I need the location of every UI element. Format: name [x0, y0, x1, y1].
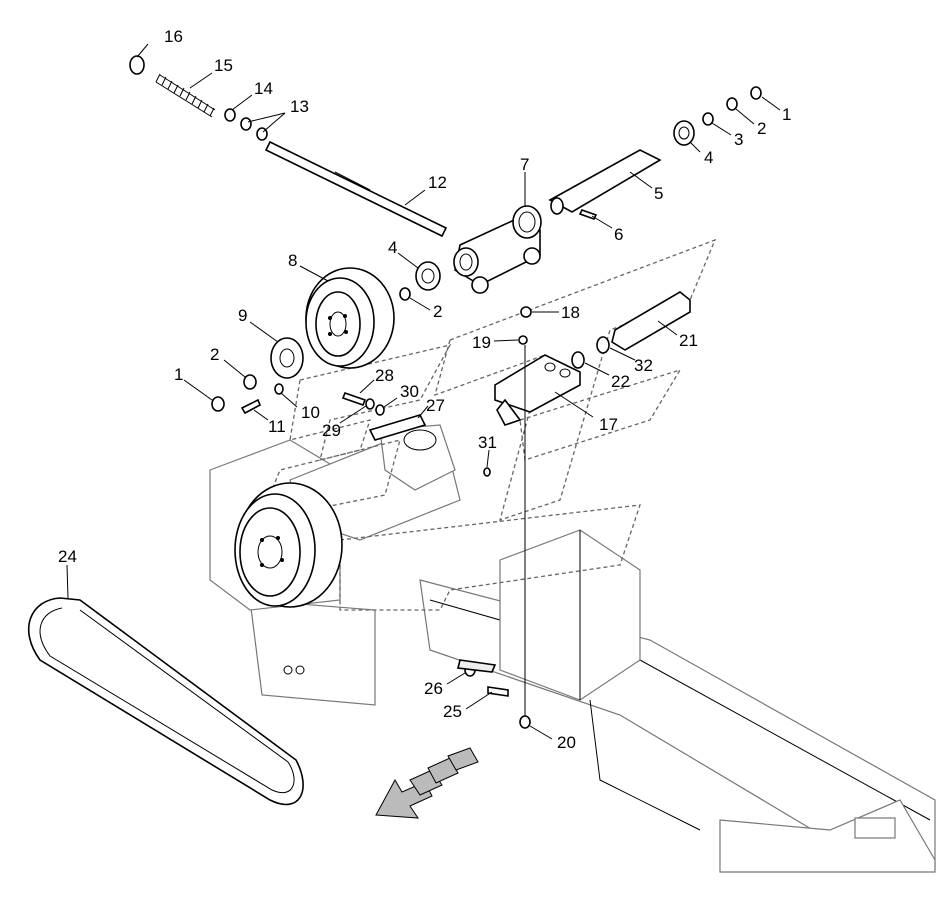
spring-assembly — [129, 55, 448, 238]
callout-2c: 2 — [210, 345, 219, 364]
callout-30: 30 — [400, 382, 419, 401]
callout-14: 14 — [254, 79, 273, 98]
callout-20: 20 — [557, 733, 576, 752]
callout-22: 22 — [611, 372, 630, 391]
callout-3: 3 — [734, 130, 743, 149]
direction-arrow — [375, 747, 479, 819]
callout-16: 16 — [164, 27, 183, 46]
callout-8: 8 — [288, 251, 297, 270]
callout-4: 4 — [704, 148, 713, 167]
callout-7: 7 — [520, 155, 529, 174]
callout-1b: 1 — [174, 365, 183, 384]
callout-19: 19 — [472, 333, 491, 352]
gearbox-pulley — [234, 482, 343, 608]
hub-9 — [211, 337, 304, 415]
callout-4b: 4 — [388, 238, 397, 257]
callout-24: 24 — [58, 547, 77, 566]
callout-26: 26 — [424, 679, 443, 698]
callout-18: 18 — [561, 303, 580, 322]
callout-25: 25 — [443, 702, 462, 721]
callout-1: 1 — [782, 105, 791, 124]
callout-9: 9 — [238, 306, 247, 325]
pulley-8 — [305, 261, 441, 369]
callout-29: 29 — [322, 421, 341, 440]
callout-labels: 1 2 3 4 5 6 7 12 13 14 15 16 8 4 2 9 2 1… — [58, 27, 791, 752]
callout-32: 32 — [634, 356, 653, 375]
callout-15: 15 — [214, 56, 233, 75]
callout-31: 31 — [478, 433, 497, 452]
callout-12: 12 — [428, 173, 447, 192]
callout-21: 21 — [679, 331, 698, 350]
v-belt — [28, 597, 304, 806]
callout-11: 11 — [268, 417, 286, 436]
callout-2: 2 — [757, 119, 766, 138]
bracket-27-parts — [341, 391, 427, 441]
chassis-frame — [209, 424, 936, 873]
callout-2b: 2 — [433, 302, 442, 321]
callout-28: 28 — [375, 366, 394, 385]
lower-fasteners — [457, 659, 531, 729]
callout-17: 17 — [599, 415, 618, 434]
callout-27: 27 — [426, 396, 445, 415]
callout-5: 5 — [654, 184, 663, 203]
callout-10: 10 — [301, 403, 320, 422]
callout-13: 13 — [290, 97, 309, 116]
shaft-7-housing — [453, 86, 762, 294]
leader-lines — [66, 43, 781, 740]
callout-6: 6 — [614, 225, 623, 244]
bracket-17 — [483, 291, 691, 477]
watermark-outline — [258, 238, 717, 611]
